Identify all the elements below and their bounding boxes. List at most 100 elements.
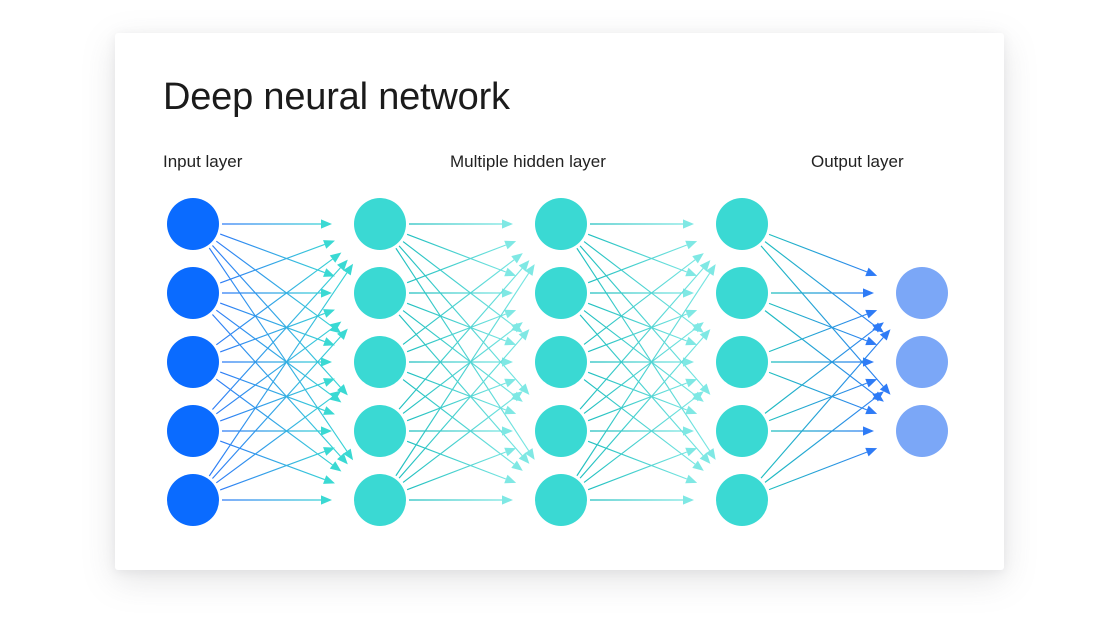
connection-arrowhead [865, 267, 878, 277]
connection-arrowhead [685, 378, 698, 388]
connection-line [406, 382, 507, 422]
connection-arrowhead [685, 405, 698, 415]
neuron-node-hidden[interactable] [716, 405, 768, 457]
connection-arrowhead [685, 267, 698, 277]
connection-arrowhead [685, 336, 698, 346]
connection-arrowhead [683, 219, 694, 229]
connection-arrowhead [323, 406, 335, 415]
connection-arrowhead [699, 329, 711, 341]
connection-arrowhead [705, 264, 716, 276]
connection-arrowhead [705, 448, 716, 460]
connection-line [583, 379, 696, 465]
neuron-node-hidden[interactable] [354, 267, 406, 319]
neuron-node-input[interactable] [167, 198, 219, 250]
connection-arrowhead [865, 309, 878, 319]
neuron-node-hidden[interactable] [535, 267, 587, 319]
neuron-node-input[interactable] [167, 405, 219, 457]
neuron-node-hidden[interactable] [535, 198, 587, 250]
connection-line [587, 233, 688, 273]
connection-arrowhead [323, 309, 335, 318]
neuron-node-output[interactable] [896, 405, 948, 457]
connection-arrowhead [329, 390, 342, 401]
connection-line [398, 314, 523, 456]
connection-line [212, 245, 341, 388]
connection-line [764, 241, 876, 327]
neuron-node-hidden[interactable] [716, 267, 768, 319]
connection-line [768, 233, 868, 273]
connection-arrowhead [329, 252, 342, 263]
connection-arrowhead [524, 264, 535, 276]
connection-arrowhead [321, 495, 332, 505]
connection-arrowhead [502, 357, 513, 367]
connection-arrowhead [685, 240, 698, 250]
neuron-node-hidden[interactable] [535, 474, 587, 526]
neuron-node-hidden[interactable] [716, 336, 768, 388]
connection-line [220, 381, 325, 422]
connection-line [583, 310, 696, 396]
connection-arrowhead [321, 426, 332, 436]
connection-line [402, 328, 515, 414]
connection-arrowhead [321, 288, 332, 298]
connection-line [208, 247, 348, 452]
connection-arrowhead [504, 309, 517, 319]
connection-line [406, 451, 507, 491]
connection-arrowhead [863, 357, 874, 367]
connection-line [406, 440, 507, 480]
neuron-node-output[interactable] [896, 267, 948, 319]
connection-arrowhead [323, 337, 335, 346]
layer-label-output: Output layer [811, 152, 904, 171]
connection-line [406, 302, 507, 342]
connection-arrowhead [323, 475, 335, 484]
connection-arrowhead [502, 288, 513, 298]
connection-line [402, 259, 515, 345]
neuron-node-hidden[interactable] [354, 336, 406, 388]
connection-arrowhead [699, 452, 711, 464]
connection-line [215, 378, 333, 466]
neuron-node-input[interactable] [167, 267, 219, 319]
connection-line [220, 440, 325, 481]
connection-line [764, 397, 876, 483]
connection-line [587, 440, 688, 480]
neuron-node-input[interactable] [167, 336, 219, 388]
connection-line [587, 371, 688, 411]
connection-line [215, 309, 333, 397]
connection-line [764, 310, 876, 396]
neuron-node-hidden[interactable] [354, 405, 406, 457]
connection-arrowhead [879, 383, 891, 395]
connection-arrowhead [511, 322, 523, 333]
connection-line [402, 397, 515, 483]
connection-arrowhead [511, 253, 523, 264]
connection-line [220, 371, 325, 412]
connection-line [220, 233, 325, 274]
connection-arrowhead [699, 383, 711, 395]
connection-line [395, 273, 530, 477]
connection-arrowhead [685, 447, 698, 457]
page-title: Deep neural network [163, 76, 510, 118]
connection-arrowhead [343, 448, 354, 461]
connection-line [576, 273, 711, 477]
neuron-node-hidden[interactable] [535, 336, 587, 388]
connection-arrowhead [865, 447, 878, 457]
connection-line [579, 314, 704, 456]
connection-arrowhead [692, 391, 704, 402]
connection-arrowhead [685, 474, 698, 484]
connection-line [760, 337, 884, 479]
connection-arrowhead [518, 452, 530, 464]
connection-arrowhead [699, 260, 711, 272]
edge-group [208, 219, 891, 505]
neuron-node-output[interactable] [896, 336, 948, 388]
connection-line [215, 396, 333, 484]
neuron-node-input[interactable] [167, 474, 219, 526]
connection-arrowhead [683, 495, 694, 505]
connection-arrowhead [692, 460, 704, 471]
neuron-node-hidden[interactable] [354, 474, 406, 526]
neuron-node-hidden[interactable] [535, 405, 587, 457]
neuron-node-hidden[interactable] [716, 474, 768, 526]
neuron-node-hidden[interactable] [716, 198, 768, 250]
connection-line [579, 268, 704, 410]
connection-arrowhead [518, 383, 530, 395]
neuron-node-hidden[interactable] [354, 198, 406, 250]
connection-line [587, 451, 688, 491]
connection-arrowhead [321, 219, 332, 229]
